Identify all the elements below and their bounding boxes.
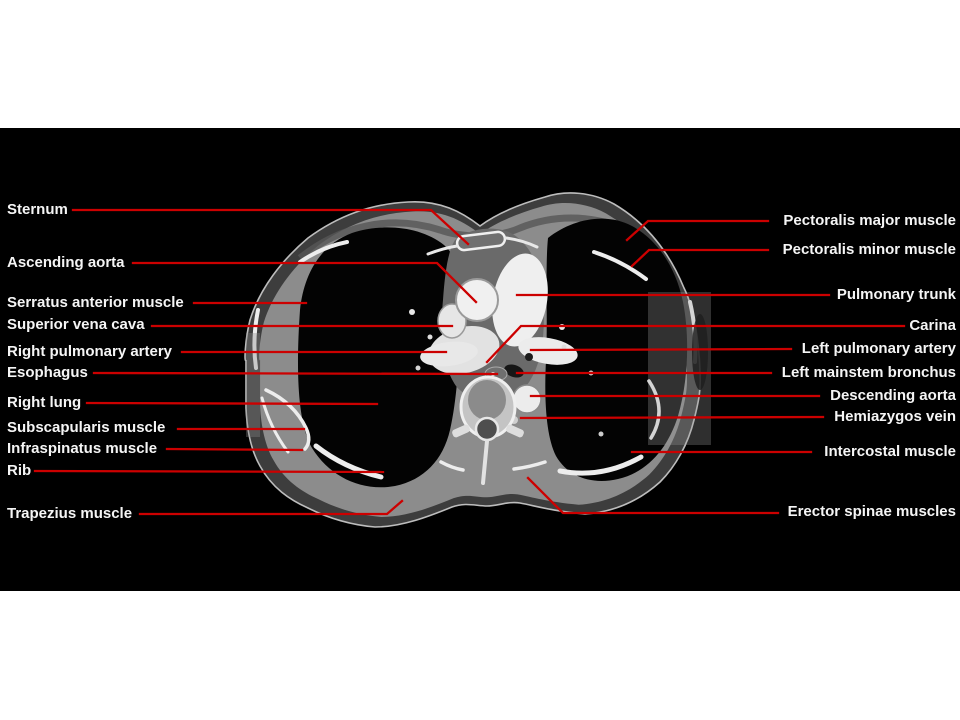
ascending-aorta-shape <box>455 278 499 322</box>
leader-carina <box>485 324 906 364</box>
pulmonary-trunk-shape <box>492 253 548 347</box>
spinal-canal-shape <box>474 416 500 442</box>
right-lung-region <box>297 227 462 488</box>
label-left-mainstem-bronchus: Left mainstem bronchus <box>781 364 956 381</box>
label-erector-spinae-muscles: Erector spinae muscles <box>787 503 956 520</box>
label-superior-vena-cava: Superior vena cava <box>7 316 145 333</box>
leader-sternum <box>71 208 470 246</box>
label-esophagus: Esophagus <box>7 364 88 381</box>
label-rib: Rib <box>7 462 32 479</box>
spinous-process-shape <box>481 439 489 485</box>
leader-esophagus <box>92 371 499 376</box>
leader-hemiazygos-vein <box>519 415 825 420</box>
leader-left-pulmonary-artery <box>529 347 793 352</box>
leader-erector-spinae <box>526 476 780 515</box>
vertebra <box>452 375 524 485</box>
leader-ascending-aorta <box>131 261 478 304</box>
right-pulmonary-artery-shape <box>420 341 478 367</box>
label-right-pulmonary-artery: Right pulmonary artery <box>7 343 173 360</box>
image-patch-right <box>648 292 711 445</box>
label-sternum: Sternum <box>7 201 68 218</box>
label-serratus-anterior-muscle: Serratus anterior muscle <box>7 294 184 311</box>
leader-trapezius <box>138 499 404 516</box>
label-descending-aorta: Descending aorta <box>830 387 956 404</box>
image-patch-left <box>246 333 260 437</box>
leader-lines <box>33 208 906 516</box>
label-pectoralis-major-muscle: Pectoralis major muscle <box>783 212 956 229</box>
label-subscapularis-muscle: Subscapularis muscle <box>7 419 166 436</box>
label-pectoralis-minor-muscle: Pectoralis minor muscle <box>782 241 956 258</box>
mediastinum <box>409 228 604 437</box>
label-trapezius-muscle: Trapezius muscle <box>7 505 133 522</box>
left-mainstem-bronchus-shape <box>504 364 524 378</box>
label-pulmonary-trunk: Pulmonary trunk <box>836 286 956 303</box>
label-carina: Carina <box>909 317 956 334</box>
leader-rib <box>33 469 385 474</box>
descending-aorta-shape <box>512 384 542 414</box>
leader-right-lung <box>85 401 379 406</box>
label-right-lung: Right lung <box>7 394 82 411</box>
label-ascending-aorta: Ascending aorta <box>7 254 125 271</box>
leader-pectoralis-major <box>625 219 770 242</box>
label-infraspinatus-muscle: Infraspinatus muscle <box>7 440 158 457</box>
leader-pectoralis-minor <box>630 248 770 268</box>
label-left-pulmonary-artery: Left pulmonary artery <box>801 340 956 357</box>
leader-infraspinatus <box>165 447 304 452</box>
label-hemiazygos-vein: Hemiazygos vein <box>834 408 956 425</box>
label-intercostal-muscle: Intercostal muscle <box>824 443 956 460</box>
